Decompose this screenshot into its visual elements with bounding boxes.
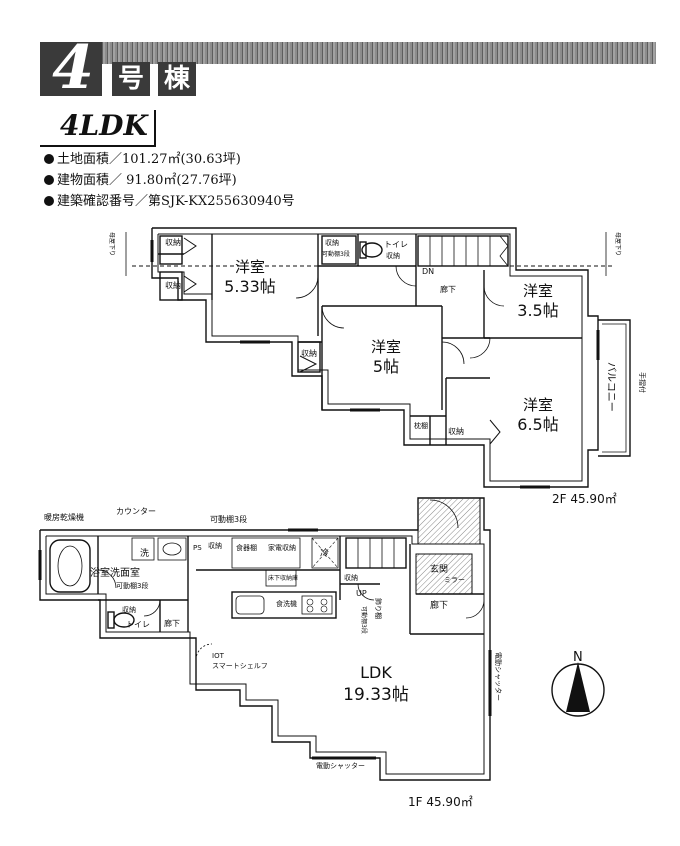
floor2-plan: [125, 227, 631, 489]
f2-area-label: 2F 45.90㎡: [552, 492, 617, 506]
f2-eave-right: 母屋下り: [614, 232, 621, 256]
f1-area-label: 1F 45.90㎡: [408, 795, 473, 809]
f2-eave-left: 母屋下り: [108, 232, 115, 256]
f1-deco-shelf: 飾り棚: [374, 598, 383, 619]
f1-underfloor: 床下収納庫: [268, 574, 298, 582]
f1-dishwasher: 食洗機: [276, 599, 297, 608]
building-label-go: 号: [112, 62, 150, 96]
f2-handrail: 手摺付: [638, 372, 647, 393]
f2-room1-size: 5.33帖: [224, 277, 276, 296]
compass-label: N: [573, 650, 583, 665]
f1-smart-shelf: スマートシェルフ: [212, 662, 268, 670]
f1-toilet: トイレ: [126, 620, 150, 629]
f2-room1-name: 洋室: [235, 258, 265, 276]
f1-corridor-small: 廊下: [164, 618, 180, 628]
compass-icon: N: [551, 650, 605, 717]
floor2-inner-wall: [157, 233, 583, 482]
building-area: 建物面積／ 91.80㎡(27.76坪): [44, 172, 237, 190]
f1-fridge: 冷: [320, 547, 329, 559]
f1-up: UP: [356, 589, 367, 598]
layout-tick: [154, 110, 156, 147]
floor1-outer-wall: [39, 497, 491, 781]
f2-room3-size: 5帖: [373, 357, 399, 376]
f1-entrance: 玄関: [430, 563, 448, 575]
f1-storage-3: 収納: [344, 573, 358, 582]
building-number: 4: [52, 33, 94, 103]
f2-toilet: トイレ: [384, 240, 408, 249]
f1-shelf-wash: 可動棚3段: [116, 581, 148, 590]
f1-shelf-stairs: 可動棚3段: [360, 606, 368, 634]
floor2-outer-wall: [151, 227, 599, 488]
f1-iot: IOT: [212, 652, 225, 660]
f2-room4-size: 6.5帖: [517, 415, 558, 434]
f1-bath: 浴室: [90, 566, 110, 579]
f1-shelf-top: 可動棚3段: [210, 514, 247, 524]
f1-storage-1: 収納: [122, 605, 136, 614]
f1-shutter-right: 電動シャッター: [494, 652, 503, 701]
f2-toilet-storage: 収納: [386, 251, 400, 260]
f1-counter: カウンター: [116, 507, 156, 516]
f1-dryer: 暖房乾燥機: [44, 512, 84, 522]
permit-number: 建築確認番号／第SJK-KX255630940号: [44, 193, 295, 211]
f1-mirror: ミラー: [444, 576, 465, 584]
f2-corridor: 廊下: [440, 284, 456, 294]
f2-balcony: バルコニー: [605, 362, 617, 412]
f2-storage-1: 収納: [165, 237, 181, 247]
f1-ldk-name: LDK: [360, 663, 392, 682]
f1-ps: PS: [193, 544, 202, 552]
f1-ldk-size: 19.33帖: [343, 685, 409, 705]
f2-shelf: 可動棚3段: [322, 250, 350, 258]
f2-room2-size: 3.5帖: [517, 301, 558, 320]
header-bar: [40, 42, 656, 64]
land-area: 土地面積／101.27㎡(30.63坪): [44, 151, 241, 169]
f1-corridor: 廊下: [430, 599, 448, 611]
f1-shutter-bottom: 電動シャッター: [316, 761, 365, 770]
f2-storage-2: 収納: [165, 280, 181, 290]
layout-type: 4LDK: [60, 109, 148, 142]
f1-storage-2: 収納: [208, 541, 222, 550]
f2-storage-5: 収納: [448, 426, 464, 436]
f2-room2-name: 洋室: [523, 282, 553, 300]
f1-pantry: 食器棚: [236, 543, 257, 552]
floor1-plan: [38, 497, 492, 781]
f1-appliance: 家電収納: [268, 543, 296, 552]
f2-storage-3: 収納: [301, 348, 317, 358]
header-number-block: [40, 42, 102, 96]
f2-pillar-storage: 枕棚: [414, 421, 428, 430]
floor2-labels: 収納 収納 収納 収納 可動棚3段 トイレ 収納 DN 廊下 収納 枕棚 母屋下…: [108, 232, 647, 506]
f2-down: DN: [422, 267, 434, 276]
f2-storage-4: 収納: [325, 238, 339, 247]
layout-underline: [40, 145, 156, 147]
floor1-labels: 暖房乾燥機 カウンター 可動棚3段 洗 浴室 洗面室 可動棚3段 収納 トイレ …: [44, 507, 503, 809]
floor1-inner-wall: [45, 535, 485, 775]
f2-room3-name: 洋室: [371, 338, 401, 356]
f1-washroom: 洗面室: [110, 566, 140, 579]
building-label-mune: 棟: [158, 62, 196, 96]
f2-room4-name: 洋室: [523, 396, 553, 414]
f1-wash: 洗: [140, 547, 149, 559]
